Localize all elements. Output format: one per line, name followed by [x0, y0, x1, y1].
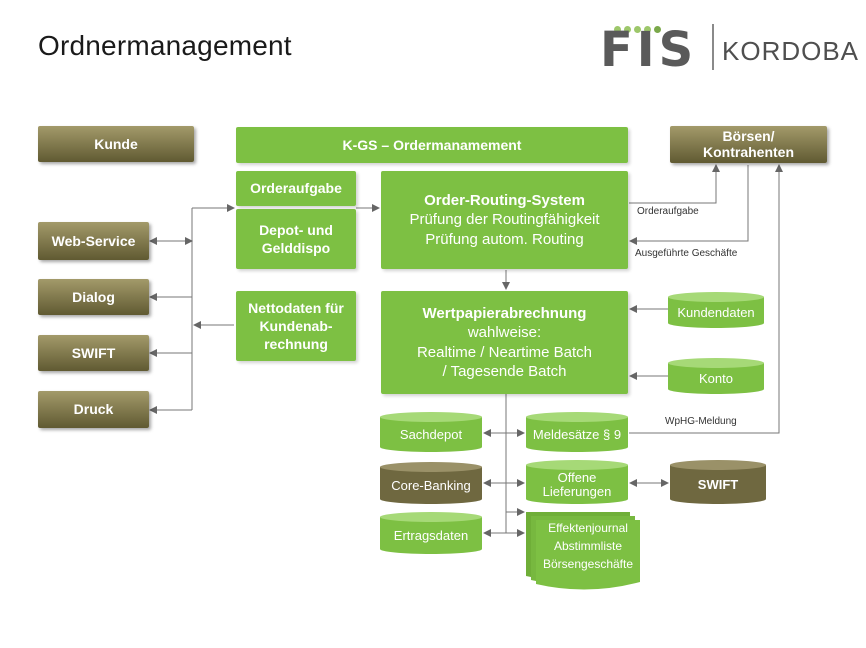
web-service-box: Web-Service [38, 222, 149, 260]
boersen-box: Börsen/ Kontrahenten [670, 126, 827, 163]
depot-box: Depot- und Gelddispo [236, 209, 356, 269]
report-boersengeschaefte: Börsengeschäfte [542, 557, 634, 571]
ertragsdaten-store: Ertragsdaten [380, 512, 482, 554]
depot-line-2: Gelddispo [261, 240, 331, 256]
meldesaetze-label: Meldesätze § 9 [532, 427, 622, 442]
cylinder-shape [526, 460, 628, 504]
order-routing-box: Order-Routing-System Prüfung der Routing… [381, 171, 628, 269]
wertpapierabrechnung-box: Wertpapierabrechnung wahlweise: Realtime… [381, 291, 628, 394]
logo-dot [634, 26, 641, 33]
orderaufgabe-box: Orderaufgabe [236, 171, 356, 206]
reports-document: Effektenjournal Abstimmliste Börsengesch… [526, 512, 640, 596]
ertragsdaten-label: Ertragsdaten [393, 528, 469, 543]
wphg-arrow [629, 164, 783, 434]
routing-line-1: Prüfung der Routingfähigkeit [409, 211, 600, 229]
fis-kordoba-logo: FIS KORDOBA [600, 20, 858, 78]
swift-store-label: SWIFT [697, 477, 739, 492]
offene-line-2: Lieferungen [542, 483, 612, 499]
report-effektenjournal: Effektenjournal [548, 521, 628, 535]
logo-dot [644, 26, 651, 33]
depot-line-1: Depot- und [259, 221, 333, 238]
logo-kordoba-text: KORDOBA [722, 36, 860, 66]
logo-dot [614, 26, 621, 33]
wpa-line-2: Realtime / Neartime Batch [416, 343, 593, 361]
konto-store: Konto [668, 358, 764, 394]
wpa-title: Wertpapierabrechnung [422, 304, 587, 322]
logo-dot [654, 26, 661, 33]
wpa-line-3: / Tagesende Batch [442, 363, 567, 380]
boersen-line-1: Börsen/ [722, 128, 775, 145]
cylinder-shape [380, 412, 482, 452]
boersen-line-2: Kontrahenten [703, 143, 794, 160]
anno-orderaufgabe: Orderaufgabe [637, 206, 699, 217]
nettodaten-box: Nettodaten für Kundenab- rechnung [236, 291, 356, 361]
routing-title: Order-Routing-System [424, 191, 585, 209]
document-stack-icon [526, 512, 640, 590]
konto-label: Konto [699, 371, 733, 386]
druck-box: Druck [38, 391, 149, 428]
kundendaten-store: Kundendaten [668, 292, 764, 328]
cylinder-shape [668, 358, 764, 394]
sachdepot-store: Sachdepot [380, 412, 482, 452]
anno-ausgefuehrt: Ausgeführte Geschäfte [635, 248, 738, 259]
nettodaten-line-3: rechnung [264, 336, 328, 353]
cylinder-shape [380, 462, 482, 504]
ausgefuehrt-arrow [629, 165, 749, 245]
nettodaten-line-2: Kundenab- [259, 317, 333, 334]
nettodaten-line-1: Nettodaten für [248, 299, 344, 316]
cylinder-shape [670, 460, 766, 504]
orderaufgabe-arrow [629, 164, 720, 204]
core-banking-store: Core-Banking [380, 462, 482, 504]
cylinder-shape [380, 512, 482, 554]
dialog-box: Dialog [38, 279, 149, 315]
logo-divider [712, 24, 714, 70]
report-abstimmliste: Abstimmliste [553, 539, 622, 553]
logo-dots-icon [614, 20, 664, 38]
sachdepot-label: Sachdepot [399, 427, 463, 442]
kundendaten-label: Kundendaten [677, 305, 755, 320]
swift-box: SWIFT [38, 335, 149, 371]
logo-fis-text: FIS [600, 22, 698, 78]
page-title: Ordnermanagement [38, 30, 292, 61]
offene-line-1: Offene [557, 469, 597, 485]
anno-wphg: WpHG-Meldung [665, 416, 737, 427]
cylinder-shape [668, 292, 764, 328]
logo-dot [624, 26, 631, 33]
meldesaetze-store: Meldesätze § 9 [526, 412, 628, 452]
routing-line-2: Prüfung autom. Routing [425, 230, 584, 248]
kunde-box: Kunde [38, 126, 194, 162]
core-banking-label: Core-Banking [391, 478, 471, 493]
wpa-line-1: wahlweise: [467, 324, 542, 341]
swift-store: SWIFT [670, 460, 766, 504]
kgs-header-box: K-GS – Ordermanamement [236, 127, 628, 163]
reports-text: Effektenjournal Abstimmliste Börsengesch… [536, 519, 640, 573]
cylinder-shape [526, 412, 628, 452]
